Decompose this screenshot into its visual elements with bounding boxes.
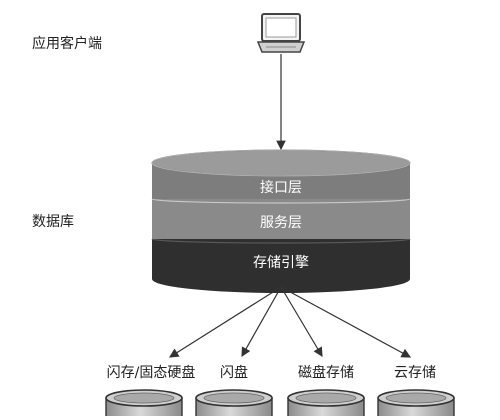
storage-disk-magnetic [287, 389, 365, 420]
storage-label-usb-flash: 闪盘 [220, 364, 248, 381]
layer-label-storage-engine: 存储引擎 [253, 255, 309, 271]
storage-label-cloud: 云存储 [394, 365, 436, 381]
database-label: 数据库 [32, 214, 74, 230]
arrow-to-usb-flash [241, 286, 282, 358]
layer-label-service: 服务层 [260, 215, 302, 231]
storage-disk-flash-ssd [105, 389, 183, 420]
client-label: 应用客户端 [32, 36, 102, 52]
arrow-to-flash-ssd [168, 286, 282, 358]
storage-disk-usb-flash [195, 389, 273, 420]
storage-label-flash-ssd: 闪存/固态硬盘 [107, 364, 196, 381]
arrow-to-disk-storage [280, 286, 323, 358]
storage-engine-layer [152, 239, 410, 293]
layer-label-interface: 接口层 [260, 179, 302, 196]
computer-icon [256, 13, 306, 53]
storage-disk-cloud [377, 389, 455, 420]
database-cylinder: 接口层 服务层 存储引擎 [151, 149, 411, 293]
service-layer [152, 199, 410, 239]
arrow-to-cloud-storage [280, 286, 412, 358]
storage-label-disk: 磁盘存储 [298, 364, 354, 381]
